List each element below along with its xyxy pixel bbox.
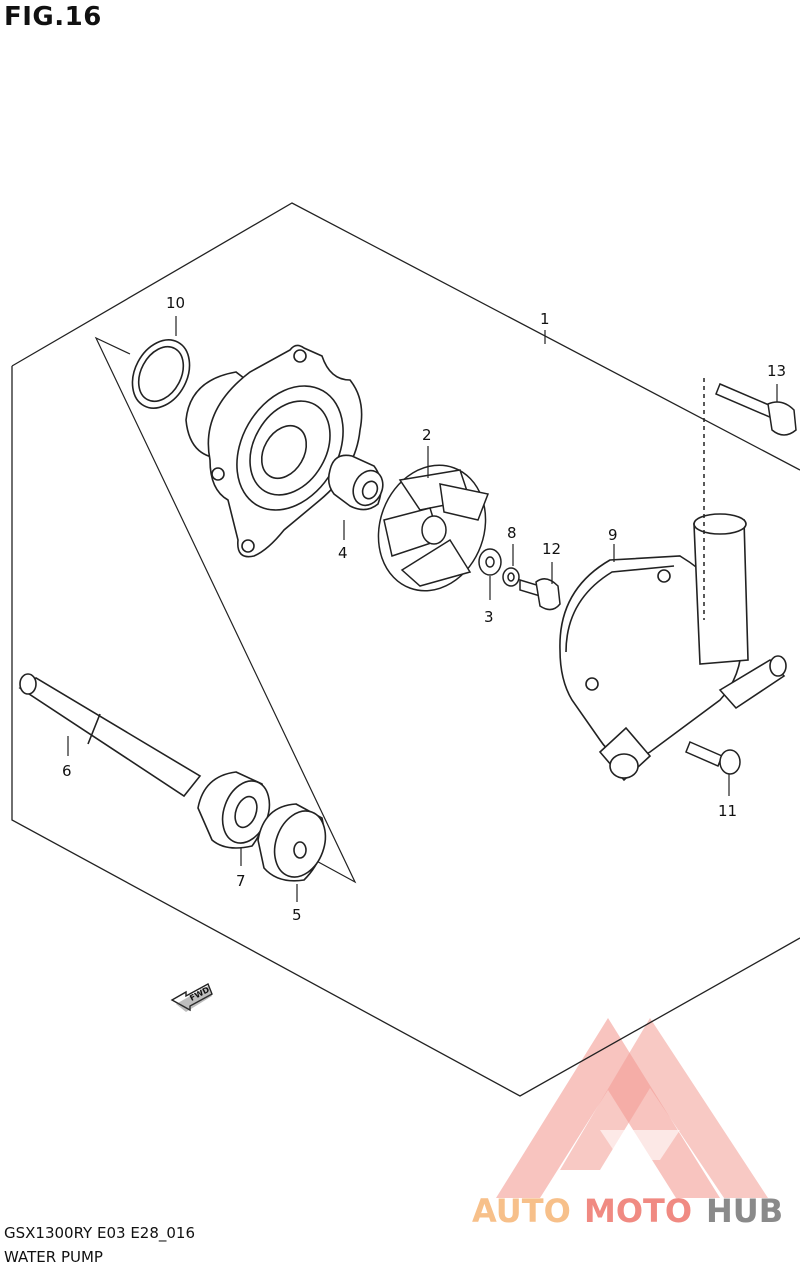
mechanical-seal (327, 454, 384, 511)
section-name: WATER PUMP (4, 1248, 103, 1266)
fwd-arrow-icon (170, 983, 213, 1012)
subassembly-frame (94, 336, 357, 884)
impeller (377, 464, 490, 592)
watermark-text-auto: AUTO (472, 1192, 571, 1230)
model-code: GSX1300RY E03 E28_016 (4, 1224, 196, 1242)
callout-7: 7 (236, 872, 246, 890)
callout-6: 6 (62, 762, 72, 780)
small-washer (502, 567, 520, 587)
callout-5: 5 (292, 906, 302, 924)
callout-12: 12 (542, 540, 561, 558)
watermark-text-hub: HUB (706, 1192, 783, 1230)
callout-13: 13 (767, 362, 786, 380)
pump-case (559, 513, 787, 782)
callout-1: 1 (540, 310, 550, 328)
leader-lines (67, 316, 778, 902)
callout-9: 9 (608, 526, 618, 544)
washer (478, 548, 502, 576)
o-ring (131, 339, 191, 409)
pump-cover (185, 344, 363, 558)
callout-10: 10 (166, 294, 185, 312)
impeller-bolt (519, 578, 561, 611)
callout-8: 8 (507, 524, 517, 542)
figure-title: FIG.16 (4, 2, 102, 32)
callout-3: 3 (484, 608, 494, 626)
assembly-frame (11, 202, 800, 471)
pump-shaft (18, 673, 202, 798)
callout-2: 2 (422, 426, 432, 444)
case-bolt-long (703, 378, 797, 620)
bearing (197, 771, 271, 849)
callout-4: 4 (338, 544, 348, 562)
case-bolt-short (685, 741, 741, 775)
oil-seal (257, 803, 327, 882)
assembly-frame-lower (11, 366, 800, 1097)
watermark-logo (496, 1018, 768, 1198)
watermark-text-moto: MOTO (584, 1192, 692, 1230)
callout-11: 11 (718, 802, 737, 820)
